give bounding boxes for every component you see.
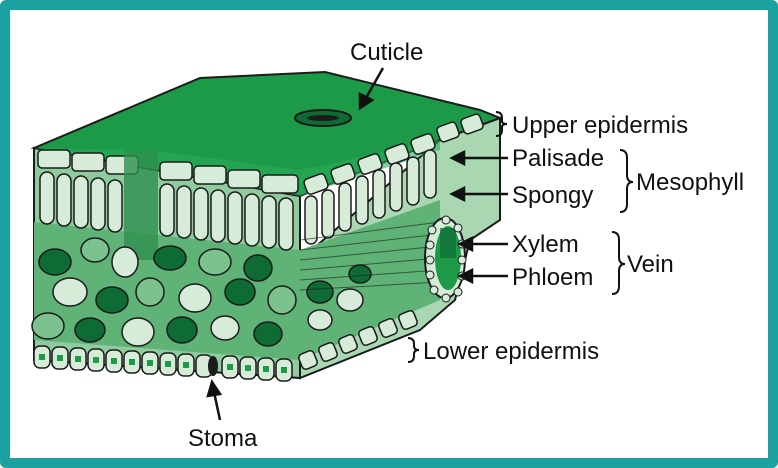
label-phloem: Phloem <box>512 264 593 291</box>
label-mesophyll: Mesophyll <box>636 169 744 196</box>
label-palisade: Palisade <box>512 145 604 172</box>
top-stoma <box>295 110 351 126</box>
label-cuticle: Cuticle <box>350 39 423 66</box>
stoma-column <box>124 150 158 260</box>
label-upper-epidermis: Upper epidermis <box>512 112 688 139</box>
label-lower-epidermis: Lower epidermis <box>423 338 599 365</box>
label-vein: Vein <box>627 251 674 278</box>
lower-stoma <box>208 356 218 376</box>
label-xylem: Xylem <box>512 231 579 258</box>
label-stoma: Stoma <box>188 425 258 452</box>
label-spongy: Spongy <box>512 182 593 209</box>
vein <box>425 216 466 302</box>
